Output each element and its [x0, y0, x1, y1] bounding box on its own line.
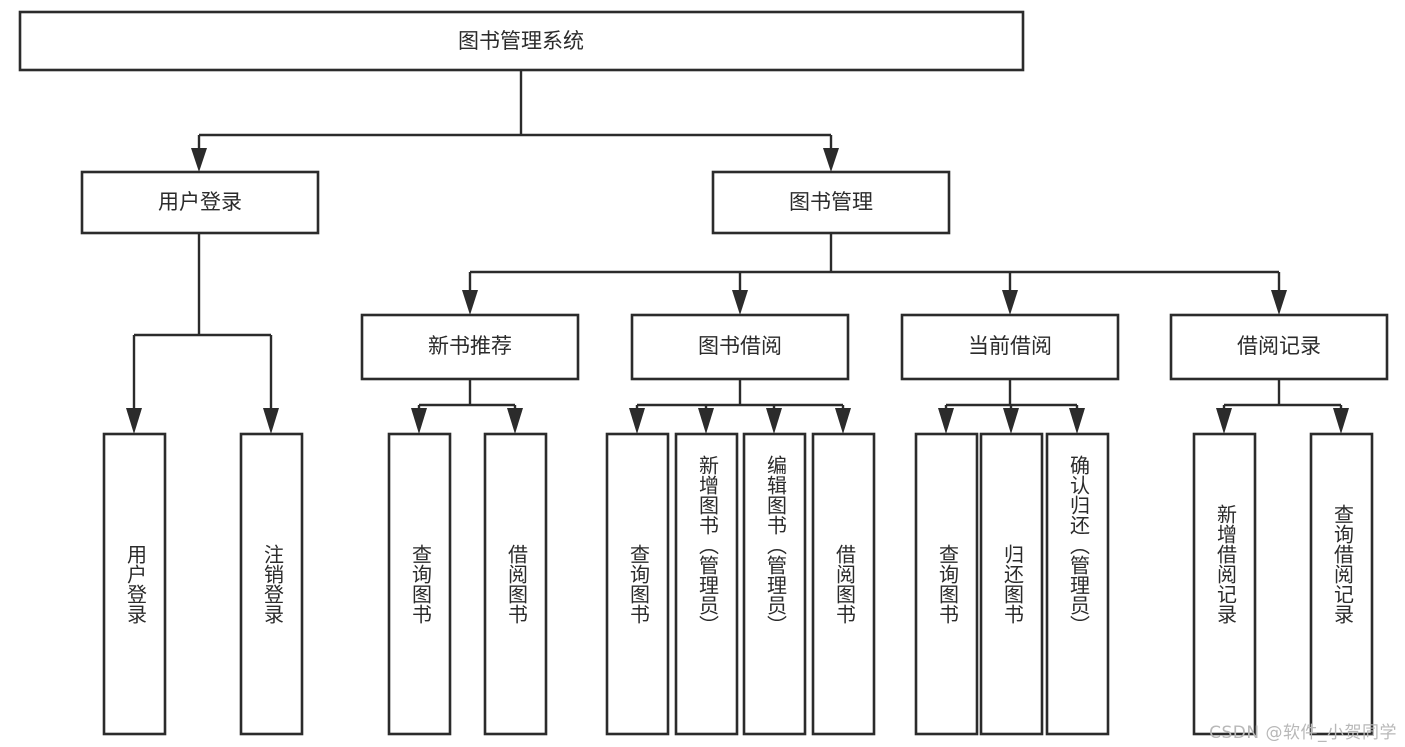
- arrow-head-new-book: [462, 290, 478, 315]
- node-borrow-record[interactable]: 借阅记录: [1169, 313, 1389, 381]
- leaf-current-borrow-2-box[interactable]: [979, 432, 1044, 736]
- leaf-book-borrow-3-label: 编辑图书（管理员）: [764, 455, 788, 635]
- leaf-borrow-record-2-box[interactable]: [1309, 432, 1374, 736]
- arrow-head-user-login: [191, 148, 207, 172]
- leaf-user-login-2-box[interactable]: [239, 432, 304, 736]
- node-new-book-recommend-label: 新书推荐: [428, 334, 512, 358]
- leaf-book-borrow-2[interactable]: 新增图书（管理员）: [674, 432, 739, 736]
- leaf-current-borrow-2[interactable]: 归还图书: [979, 432, 1044, 736]
- leaf-book-borrow-1[interactable]: 查询图书: [605, 432, 670, 736]
- node-new-book-recommend[interactable]: 新书推荐: [360, 313, 580, 381]
- node-book-borrow-box[interactable]: [630, 313, 850, 381]
- arrow-head-book-borrow-leaf-1: [629, 408, 645, 434]
- node-borrow-record-label: 借阅记录: [1237, 334, 1321, 358]
- arrow-head-user-login-leaf-1: [126, 408, 142, 434]
- leaf-user-login-1[interactable]: 用户登录: [102, 432, 167, 736]
- watermark-label: CSDN @软件_小贺同学: [1209, 723, 1397, 743]
- node-new-book-recommend-box[interactable]: [360, 313, 580, 381]
- leaf-new-book-1[interactable]: 查询图书: [387, 432, 452, 736]
- node-book-management-box[interactable]: [711, 170, 951, 235]
- node-current-borrow-box[interactable]: [900, 313, 1120, 381]
- leaf-book-borrow-4-label: 借阅图书: [833, 544, 857, 624]
- arrow-head-book-borrow-leaf-4: [835, 408, 851, 434]
- arrow-head-current-borrow-leaf-3: [1069, 408, 1085, 434]
- node-root-label: 图书管理系统: [458, 29, 584, 53]
- leaf-current-borrow-1[interactable]: 查询图书: [914, 432, 979, 736]
- node-root-box[interactable]: [18, 10, 1025, 72]
- leaf-book-borrow-2-label: 新增图书（管理员）: [696, 455, 720, 635]
- leaf-user-login-1-box[interactable]: [102, 432, 167, 736]
- leaf-book-borrow-3[interactable]: 编辑图书（管理员）: [742, 432, 807, 736]
- arrow-head-borrow-record: [1271, 290, 1287, 315]
- leaf-current-borrow-1-box[interactable]: [914, 432, 979, 736]
- leaf-new-book-2[interactable]: 借阅图书: [483, 432, 548, 736]
- leaf-borrow-record-1-label: 新增借阅记录: [1214, 504, 1238, 624]
- leaf-new-book-1-box[interactable]: [387, 432, 452, 736]
- arrow-head-current-borrow-leaf-2: [1003, 408, 1019, 434]
- leaf-current-borrow-3[interactable]: 确认归还（管理员）: [1045, 432, 1110, 736]
- arrow-head-book-borrow-leaf-2: [698, 408, 714, 434]
- node-book-borrow-label: 图书借阅: [698, 334, 782, 358]
- leaf-book-borrow-3-box[interactable]: [742, 432, 807, 736]
- leaf-borrow-record-2-label: 查询借阅记录: [1331, 504, 1355, 624]
- leaf-book-borrow-4[interactable]: 借阅图书: [811, 432, 876, 736]
- arrow-head-current-borrow-leaf-1: [938, 408, 954, 434]
- leaf-user-login-1-label: 用户登录: [124, 544, 148, 624]
- node-book-borrow[interactable]: 图书借阅: [630, 313, 850, 381]
- leaf-current-borrow-1-label: 查询图书: [936, 544, 960, 624]
- leaf-borrow-record-1[interactable]: 新增借阅记录: [1192, 432, 1257, 736]
- leaf-user-login-2-label: 注销登录: [261, 544, 285, 624]
- arrow-head-new-book-leaf-1: [411, 408, 427, 434]
- leaf-book-borrow-1-box[interactable]: [605, 432, 670, 736]
- leaf-new-book-1-label: 查询图书: [409, 544, 433, 624]
- node-user-login-box[interactable]: [80, 170, 320, 235]
- leaf-borrow-record-1-box[interactable]: [1192, 432, 1257, 736]
- connector-layer: [126, 70, 1349, 434]
- leaf-book-borrow-1-label: 查询图书: [627, 544, 651, 624]
- leaf-current-borrow-3-label: 确认归还（管理员）: [1067, 455, 1091, 635]
- leaf-new-book-2-box[interactable]: [483, 432, 548, 736]
- arrow-head-new-book-leaf-2: [507, 408, 523, 434]
- leaf-current-borrow-3-box[interactable]: [1045, 432, 1110, 736]
- arrow-head-user-login-leaf-2: [263, 408, 279, 434]
- arrow-head-borrow-record-leaf-2: [1333, 408, 1349, 434]
- arrow-head-book-borrow-leaf-3: [766, 408, 782, 434]
- node-root[interactable]: 图书管理系统: [18, 10, 1025, 72]
- leaf-current-borrow-2-label: 归还图书: [1001, 544, 1025, 624]
- leaf-borrow-record-2[interactable]: 查询借阅记录: [1309, 432, 1374, 736]
- arrow-head-book-mgmt: [823, 148, 839, 172]
- leaf-book-borrow-4-box[interactable]: [811, 432, 876, 736]
- leaf-new-book-2-label: 借阅图书: [505, 544, 529, 624]
- arrow-head-book-borrow: [732, 290, 748, 315]
- node-user-login[interactable]: 用户登录: [80, 170, 320, 235]
- node-book-management-label: 图书管理: [789, 190, 873, 214]
- node-current-borrow[interactable]: 当前借阅: [900, 313, 1120, 381]
- node-book-management[interactable]: 图书管理: [711, 170, 951, 235]
- arrow-head-current-borrow: [1002, 290, 1018, 315]
- node-user-login-label: 用户登录: [158, 190, 242, 214]
- leaf-book-borrow-2-box[interactable]: [674, 432, 739, 736]
- node-borrow-record-box[interactable]: [1169, 313, 1389, 381]
- node-current-borrow-label: 当前借阅: [968, 334, 1052, 358]
- arrow-head-borrow-record-leaf-1: [1216, 408, 1232, 434]
- leaf-user-login-2[interactable]: 注销登录: [239, 432, 304, 736]
